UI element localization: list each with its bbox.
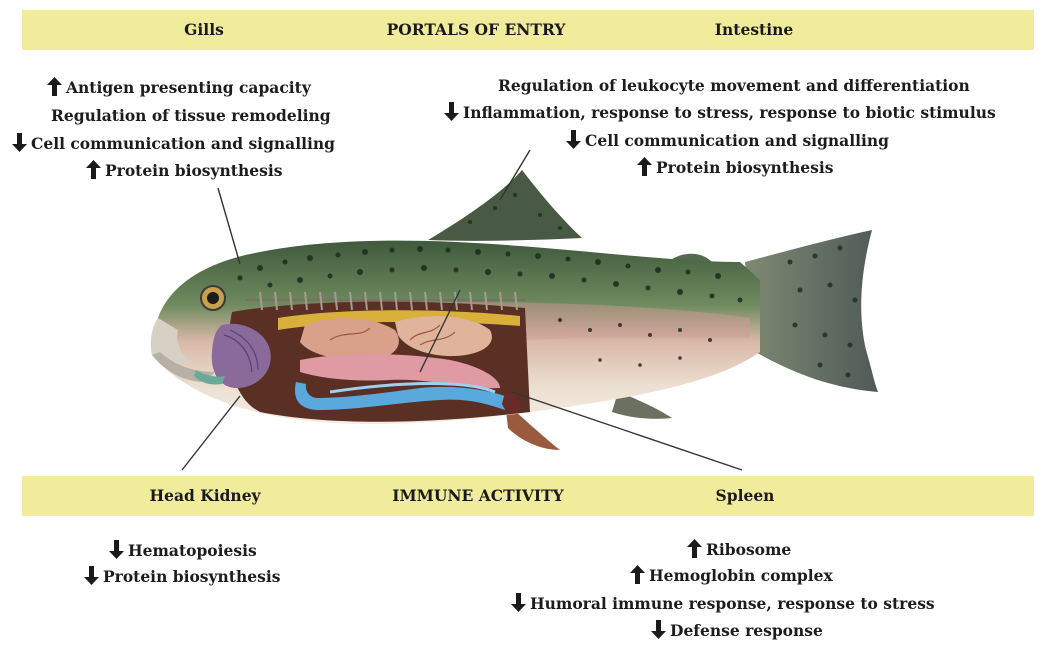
intestine-annotation-2: Inflammation, response to stress, respon… [444,102,996,123]
up-arrow-icon [47,77,62,96]
down-arrow-icon [566,130,581,149]
up-arrow-icon [630,565,645,584]
up-arrow-icon [687,539,702,558]
spleen-annotation-4: Defense response [651,620,823,641]
gills-annotation-2: Regulation of tissue remodeling [51,106,331,126]
head-kidney-leader-line [182,396,240,470]
intestine-annotation-1: Regulation of leukocyte movement and dif… [498,76,970,96]
intestine-annotation-3: Cell communication and signalling [566,130,889,151]
up-arrow-icon [637,157,652,176]
head-kidney-annotation-2: Protein biosynthesis [84,566,280,587]
down-arrow-icon [651,620,666,639]
gills-annotation-4: Protein biosynthesis [86,160,282,181]
down-arrow-icon [511,593,526,612]
spleen-annotation-2: Hemoglobin complex [630,565,833,586]
down-arrow-icon [12,133,27,152]
down-arrow-icon [84,566,99,585]
gills-annotation-3: Cell communication and signalling [12,133,335,154]
intestine-annotation-4: Protein biosynthesis [637,157,833,178]
spleen-annotation-3: Humoral immune response, response to str… [511,593,935,614]
tail-fin [745,230,878,392]
head-kidney-annotation-1: Hematopoiesis [109,540,257,561]
up-arrow-icon [86,160,101,179]
down-arrow-icon [109,540,124,559]
down-arrow-icon [444,102,459,121]
dorsal-fin [428,170,582,241]
gills-annotation-1: Antigen presenting capacity [47,77,311,98]
spleen-annotation-1: Ribosome [687,539,791,560]
gills-leader-line [218,188,240,264]
